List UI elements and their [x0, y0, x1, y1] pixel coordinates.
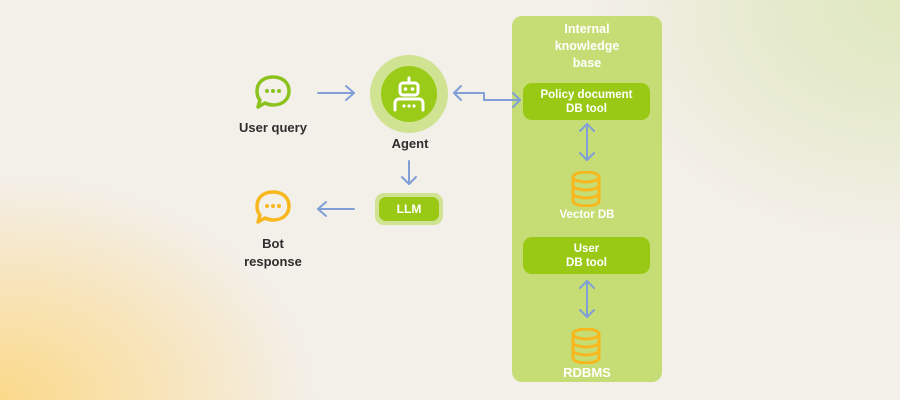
llm-node[interactable]: LLM — [375, 193, 443, 225]
rdbms-label: RDBMS — [563, 365, 611, 380]
tool-label: DB tool — [566, 256, 607, 269]
kb-title-line: knowledge — [554, 39, 620, 53]
arrow-llm-to-bot — [317, 201, 355, 217]
llm-label: LLM — [379, 197, 439, 221]
robot-icon — [393, 76, 425, 112]
arrow-policy-to-vector — [579, 123, 595, 161]
agent-label: Agent — [391, 136, 429, 151]
arrow-agent-to-policy-tool — [453, 85, 521, 108]
tool-label: Policy document — [540, 88, 633, 101]
user-query-chat-icon — [255, 75, 291, 109]
kb-title-line: base — [572, 56, 602, 70]
knowledge-base-title: Internal knowledge base — [512, 21, 662, 72]
tool-label: DB tool — [566, 102, 607, 115]
policy-document-db-tool[interactable]: Policy document DB tool — [523, 83, 650, 120]
vector-db-label: Vector DB — [559, 209, 615, 221]
bot-response-line: Bot — [262, 236, 284, 251]
user-db-tool[interactable]: User DB tool — [523, 237, 650, 274]
bot-response-chat-icon — [255, 190, 291, 224]
arrow-user-to-agent — [317, 85, 355, 101]
database-icon — [571, 328, 601, 364]
database-icon — [571, 171, 601, 207]
bot-response-line: response — [244, 254, 302, 269]
knowledge-base-panel: Internal knowledge base Policy document … — [512, 16, 662, 382]
user-query-label: User query — [239, 120, 307, 135]
arrow-user-tool-to-rdbms — [579, 280, 595, 318]
agent-node[interactable] — [370, 55, 448, 133]
kb-title-line: Internal — [564, 22, 610, 36]
bot-response-label: Bot response — [223, 235, 323, 271]
arrow-agent-to-llm — [401, 160, 417, 185]
tool-label: User — [573, 242, 600, 255]
